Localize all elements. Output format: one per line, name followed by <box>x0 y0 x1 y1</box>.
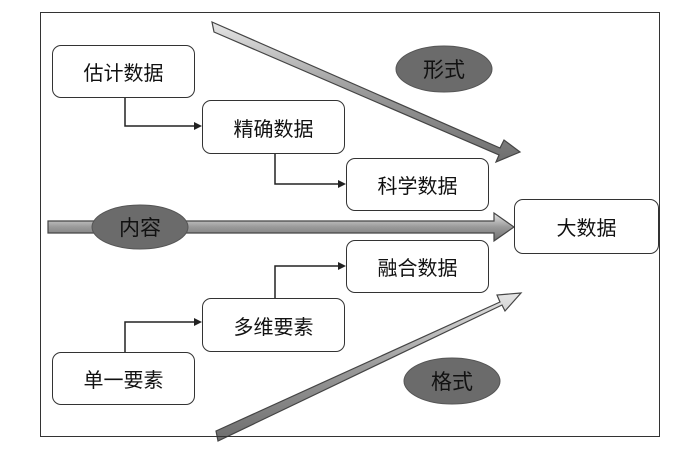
node-single-element: 单一要素 <box>52 352 195 405</box>
label-format-shape <box>403 357 501 405</box>
node-estimated-data: 估计数据 <box>52 45 195 98</box>
label-format: 格式 <box>402 356 502 406</box>
label-format-text: 格式 <box>431 370 473 394</box>
form-arrow <box>211 20 522 164</box>
label-content-shape <box>91 204 189 250</box>
label-content: 内容 <box>90 203 190 251</box>
node-multi-elements: 多维要素 <box>202 298 345 352</box>
connector-precise-to-scientific <box>274 154 346 188</box>
connector-single-to-multi <box>124 318 202 352</box>
label-form-text: 形式 <box>423 58 465 82</box>
node-fused-data: 融合数据 <box>346 240 489 293</box>
node-precise-data: 精确数据 <box>202 100 345 154</box>
label-content-text: 内容 <box>119 216 161 240</box>
node-fused-data-label: 融合数据 <box>377 256 458 280</box>
node-single-element-label: 单一要素 <box>83 368 164 392</box>
connector-estimated-to-precise <box>124 98 202 130</box>
node-scientific-data: 科学数据 <box>346 158 489 211</box>
node-multi-elements-label: 多维要素 <box>233 314 314 339</box>
label-form: 形式 <box>394 44 494 94</box>
node-estimated-data-label: 估计数据 <box>83 61 164 85</box>
diagram-frame <box>40 12 660 437</box>
node-big-data: 大数据 <box>514 199 659 254</box>
label-form-shape <box>395 45 493 93</box>
node-precise-data-label: 精确数据 <box>233 116 314 141</box>
connector-multi-to-fused <box>274 262 346 298</box>
node-scientific-data-label: 科学数据 <box>377 174 458 198</box>
format-arrow <box>215 292 523 442</box>
node-big-data-label: 大数据 <box>556 216 617 240</box>
